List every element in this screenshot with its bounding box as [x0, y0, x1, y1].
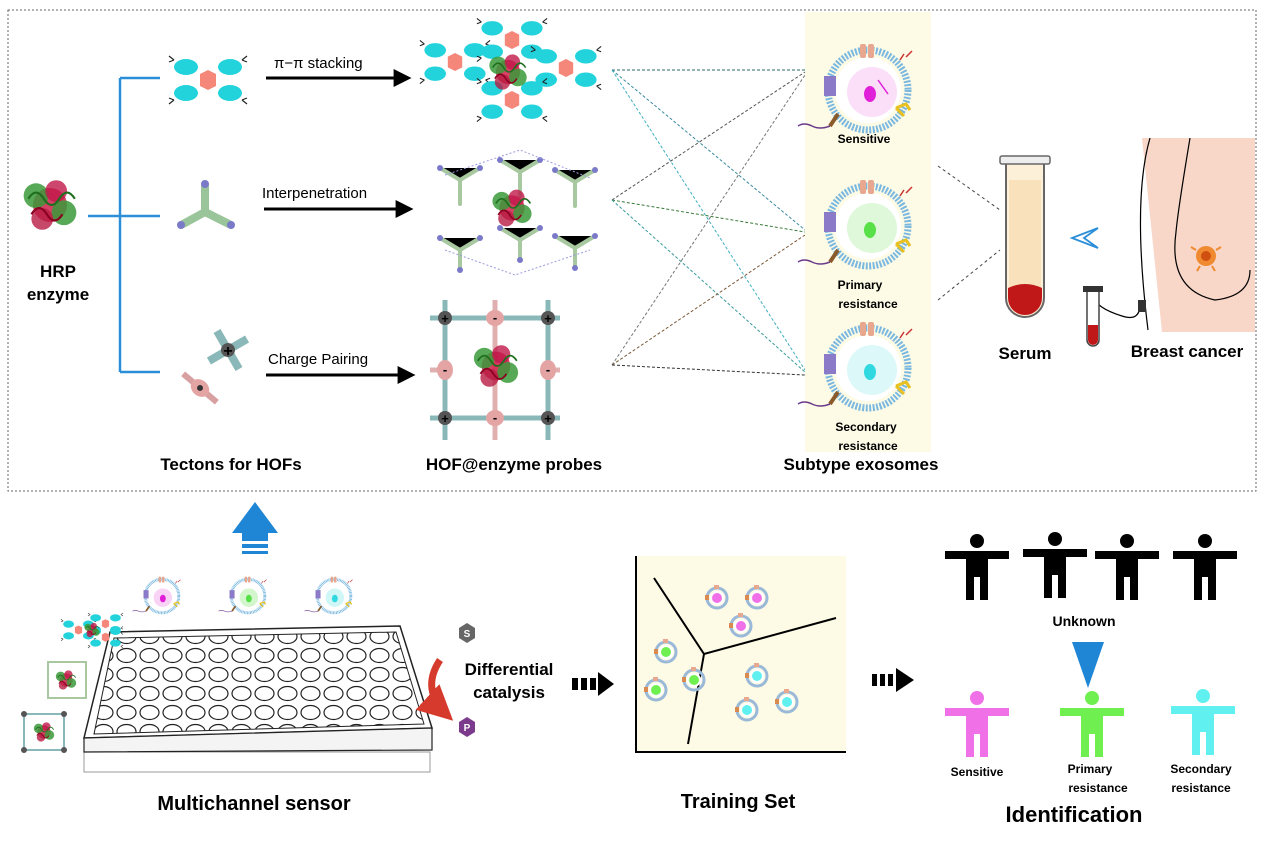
exosome-label-secondary-line1: Secondary — [835, 420, 897, 434]
arrow-icon — [264, 69, 416, 384]
minus-symbol: - — [546, 362, 550, 377]
differential-label-line2: catalysis — [473, 683, 545, 702]
id-label-primary-line1: Primary — [1067, 762, 1113, 776]
exosome-label-sensitive: Sensitive — [837, 132, 891, 146]
serum-projection — [937, 165, 1001, 301]
column-title-exosomes: Subtype exosomes — [783, 455, 939, 474]
minus-symbol: - — [493, 310, 497, 325]
training-set-label: Training Set — [680, 791, 796, 813]
top-panel-frame — [7, 9, 1257, 492]
arrow-icon — [572, 668, 914, 696]
id-label-secondary-line2: resistance — [1171, 781, 1231, 795]
plus-symbol: + — [441, 411, 449, 426]
exosome-icon-sensitive — [798, 44, 912, 130]
breast-icon — [1069, 137, 1255, 347]
plus-symbol: + — [544, 411, 552, 426]
substrate-icon — [459, 623, 475, 643]
hof-lattice-icon-pi — [419, 17, 602, 123]
test-tube-icon — [999, 155, 1051, 318]
exosome-label-secondary-line2: resistance — [838, 439, 898, 453]
person-icon-unknown-row — [945, 532, 1237, 600]
hof-lattice-icon-interpenetration — [437, 149, 598, 276]
exosome-icon-primary-small — [217, 575, 268, 615]
column-title-probes: HOF@enzyme probes — [425, 455, 603, 474]
tecton-tree — [88, 76, 160, 374]
interaction-label-interpenetration: Interpenetration — [262, 185, 367, 202]
training-exosomes — [642, 583, 799, 722]
person-icon-primary — [1060, 691, 1124, 757]
identification-label: Identification — [1005, 802, 1143, 827]
exosome-label-primary-line1: Primary — [837, 278, 883, 292]
tecton-icon-pi — [168, 55, 248, 105]
interaction-label-charge: Charge Pairing — [268, 351, 368, 368]
plus-symbol: + — [544, 311, 552, 326]
probe-exosome-links — [611, 69, 806, 376]
exosome-label-primary-line2: resistance — [838, 297, 898, 311]
identify-arrow-icon — [1072, 642, 1104, 688]
substrate-label: S — [464, 629, 471, 640]
hof-lattice-icon-small-interpenetration — [47, 661, 87, 699]
id-label-secondary-line1: Secondary — [1170, 762, 1232, 776]
minus-symbol: - — [493, 410, 497, 425]
column-title-tectons: Tectons for HOFs — [160, 455, 302, 474]
plus-symbol: + — [223, 343, 232, 360]
exosome-icon-primary — [798, 180, 912, 266]
product-icon — [459, 717, 475, 737]
id-label-sensitive: Sensitive — [950, 765, 1004, 779]
person-icon-secondary — [1171, 689, 1235, 755]
exosome-icon-secondary — [798, 322, 912, 408]
multichannel-sensor-label: Multichannel sensor — [157, 793, 351, 815]
hof-lattice-icon-small-pi — [60, 612, 124, 649]
exosome-icon-sensitive-small — [131, 575, 182, 615]
tecton-icon-tetrahedral — [177, 180, 235, 229]
tecton-icon-plus — [206, 328, 250, 372]
well-plate-icon — [83, 625, 434, 773]
id-label-primary-line2: resistance — [1068, 781, 1128, 795]
tecton-icon-minus — [181, 371, 219, 405]
hof-lattice-icon-small-charge — [21, 711, 67, 753]
hrp-enzyme-icon — [22, 179, 78, 231]
plus-symbol: + — [441, 311, 449, 326]
exosome-icon-secondary-small — [303, 575, 354, 615]
hof-lattice-icon-charge — [430, 300, 560, 440]
person-icon-sensitive — [945, 691, 1009, 757]
breast-cancer-label: Breast cancer — [1130, 342, 1244, 361]
hrp-label-line1: HRP — [40, 262, 76, 281]
product-label: P — [464, 723, 471, 734]
serum-label: Serum — [998, 344, 1052, 363]
interaction-label-pi: π−π stacking — [274, 55, 363, 72]
unknown-label: Unknown — [1052, 613, 1116, 629]
hrp-label-line2: enzyme — [26, 285, 90, 304]
differential-label-line1: Differential — [464, 660, 554, 679]
arrow-icon — [232, 502, 278, 554]
minus-symbol: - — [443, 362, 447, 377]
catalysis-arrow-icon — [415, 658, 454, 721]
